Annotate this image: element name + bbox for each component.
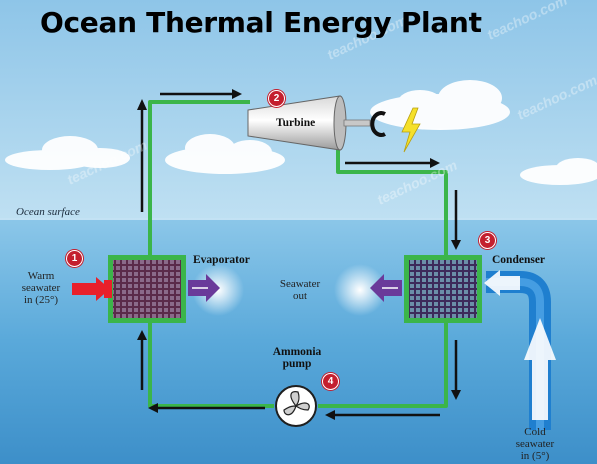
warm-seawater-label: Warm seawater in (25°) <box>21 270 61 306</box>
flow-arrowheads <box>137 89 461 420</box>
condenser-label: Condenser <box>492 254 546 266</box>
cloud-center <box>165 134 285 174</box>
cloud-left <box>5 136 130 170</box>
step-3-badge: 3 <box>479 232 496 249</box>
evaporator <box>72 255 244 323</box>
cold-seawater-label: Cold seawater in (5°) <box>515 426 555 462</box>
page-title: Ocean Thermal Energy Plant <box>40 6 482 39</box>
step-2-badge: 2 <box>268 90 285 107</box>
lightning-icon <box>401 107 421 153</box>
cold-water-pipe <box>484 270 556 430</box>
step-4-badge: 4 <box>322 373 339 390</box>
turbine-label: Turbine <box>276 117 316 129</box>
evaporator-label: Evaporator <box>193 254 250 266</box>
warm-water-arrow <box>72 277 110 301</box>
cloud-right <box>370 80 597 185</box>
turbine <box>247 95 421 153</box>
step-1-badge: 1 <box>66 250 83 267</box>
ammonia-loop <box>148 100 448 408</box>
flow-arrows <box>140 92 458 417</box>
ammonia-pump-label: Ammonia pump <box>272 346 322 370</box>
ocean-surface-label: Ocean surface <box>16 206 80 218</box>
seawater-out-label: Seawater out <box>279 278 321 302</box>
condenser <box>334 255 482 323</box>
ammonia-pump <box>275 385 317 427</box>
